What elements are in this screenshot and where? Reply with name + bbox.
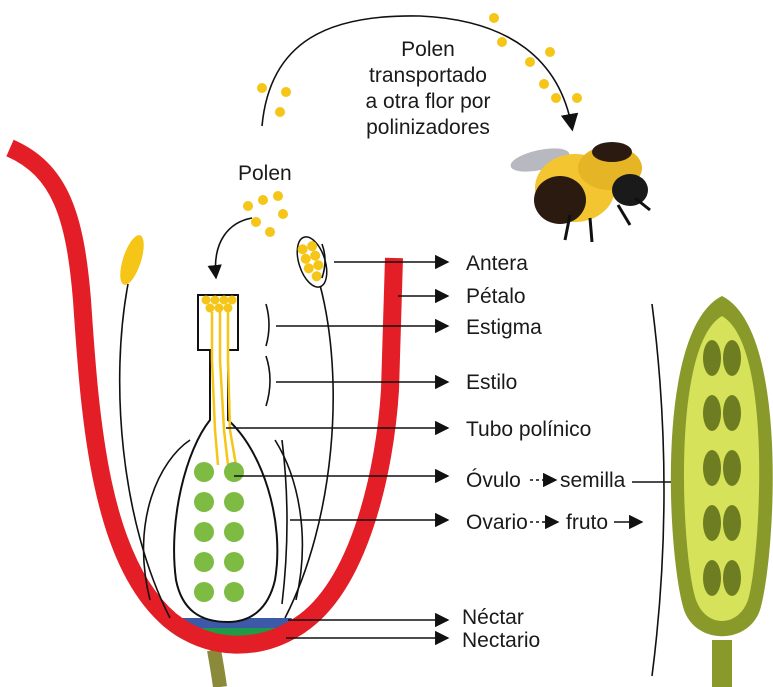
transport-label-line4: polinizadores	[366, 116, 490, 139]
style-bracket	[266, 356, 270, 406]
bee-icon	[509, 142, 650, 242]
pollen-label: Polen	[238, 162, 292, 185]
nectary-label: Nectario	[462, 629, 540, 652]
ovary-bracket	[282, 440, 287, 604]
seed-label: semilla	[560, 469, 626, 492]
stigma-bracket	[266, 304, 269, 346]
fruit	[671, 296, 773, 687]
anther-label: Antera	[466, 252, 528, 275]
nectar-label: Néctar	[462, 606, 524, 629]
transport-label-line2: transportado	[369, 64, 487, 87]
pollen-tube-label: Tubo polínico	[466, 418, 591, 441]
anther-left	[115, 232, 148, 287]
anther-right	[292, 233, 333, 290]
pistil-outline	[174, 295, 277, 622]
stamen-right-filament	[285, 285, 333, 618]
flower-stem	[214, 650, 220, 687]
style-label: Estilo	[466, 371, 517, 394]
pollen-grains-near	[243, 191, 288, 237]
petal-label: Pétalo	[466, 285, 526, 308]
fruit-bracket	[652, 304, 664, 676]
pollen-to-stigma-arrow	[215, 218, 252, 278]
transport-label-line3: a otra flor por	[366, 90, 491, 113]
stigma-pollen	[202, 296, 237, 313]
stigma-label: Estigma	[466, 316, 542, 339]
fruit-label: fruto	[566, 511, 608, 534]
transport-label-line1: Polen	[401, 38, 455, 61]
ovule-label: Óvulo	[466, 469, 521, 492]
ovary-label: Ovario	[466, 511, 528, 534]
